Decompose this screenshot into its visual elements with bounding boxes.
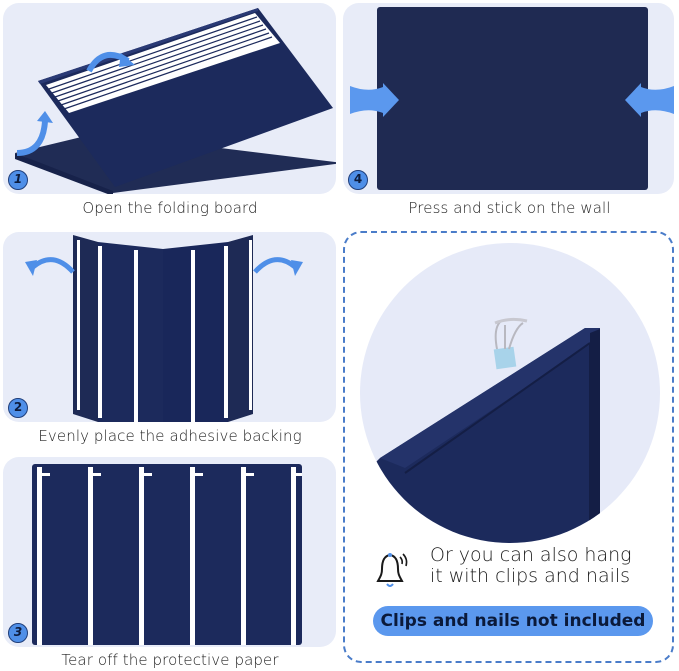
step-number-badge: 2	[8, 398, 28, 418]
step-2-panel: 2	[3, 232, 336, 422]
clip-hanging-illustration	[360, 243, 660, 543]
step-4-panel: 4	[343, 3, 674, 194]
bell-icon	[376, 553, 408, 587]
step-number-badge: 1	[8, 170, 28, 190]
not-included-badge: Clips and nails not included	[373, 606, 653, 636]
step-4-caption: Press and stick on the wall	[408, 199, 611, 217]
step-1-caption: Open the folding board	[82, 199, 258, 217]
note-line-2: it with clips and nails	[430, 565, 631, 587]
board-with-adhesive-strips	[25, 235, 303, 422]
step-number-badge: 4	[348, 170, 368, 190]
step-3-panel: 3	[3, 457, 336, 647]
board-pressed-to-wall	[377, 7, 648, 190]
board-with-protective-strips	[32, 464, 302, 645]
step-3-caption: Tear off the protective paper	[61, 651, 279, 669]
step-number-badge: 3	[8, 623, 28, 643]
press-arrows	[350, 83, 674, 117]
step-2-caption: Evenly place the adhesive backing	[38, 427, 302, 445]
folding-board-illustration	[15, 8, 336, 194]
note-line-1: Or you can also hang	[430, 544, 632, 566]
arrow-right-icon	[350, 83, 399, 117]
step-1-panel: 1	[3, 3, 336, 194]
hanging-option-callout: Or you can also hang it with clips and n…	[343, 231, 674, 663]
hanging-note: Or you can also hang it with clips and n…	[430, 545, 632, 587]
arrow-left-icon	[625, 83, 674, 117]
